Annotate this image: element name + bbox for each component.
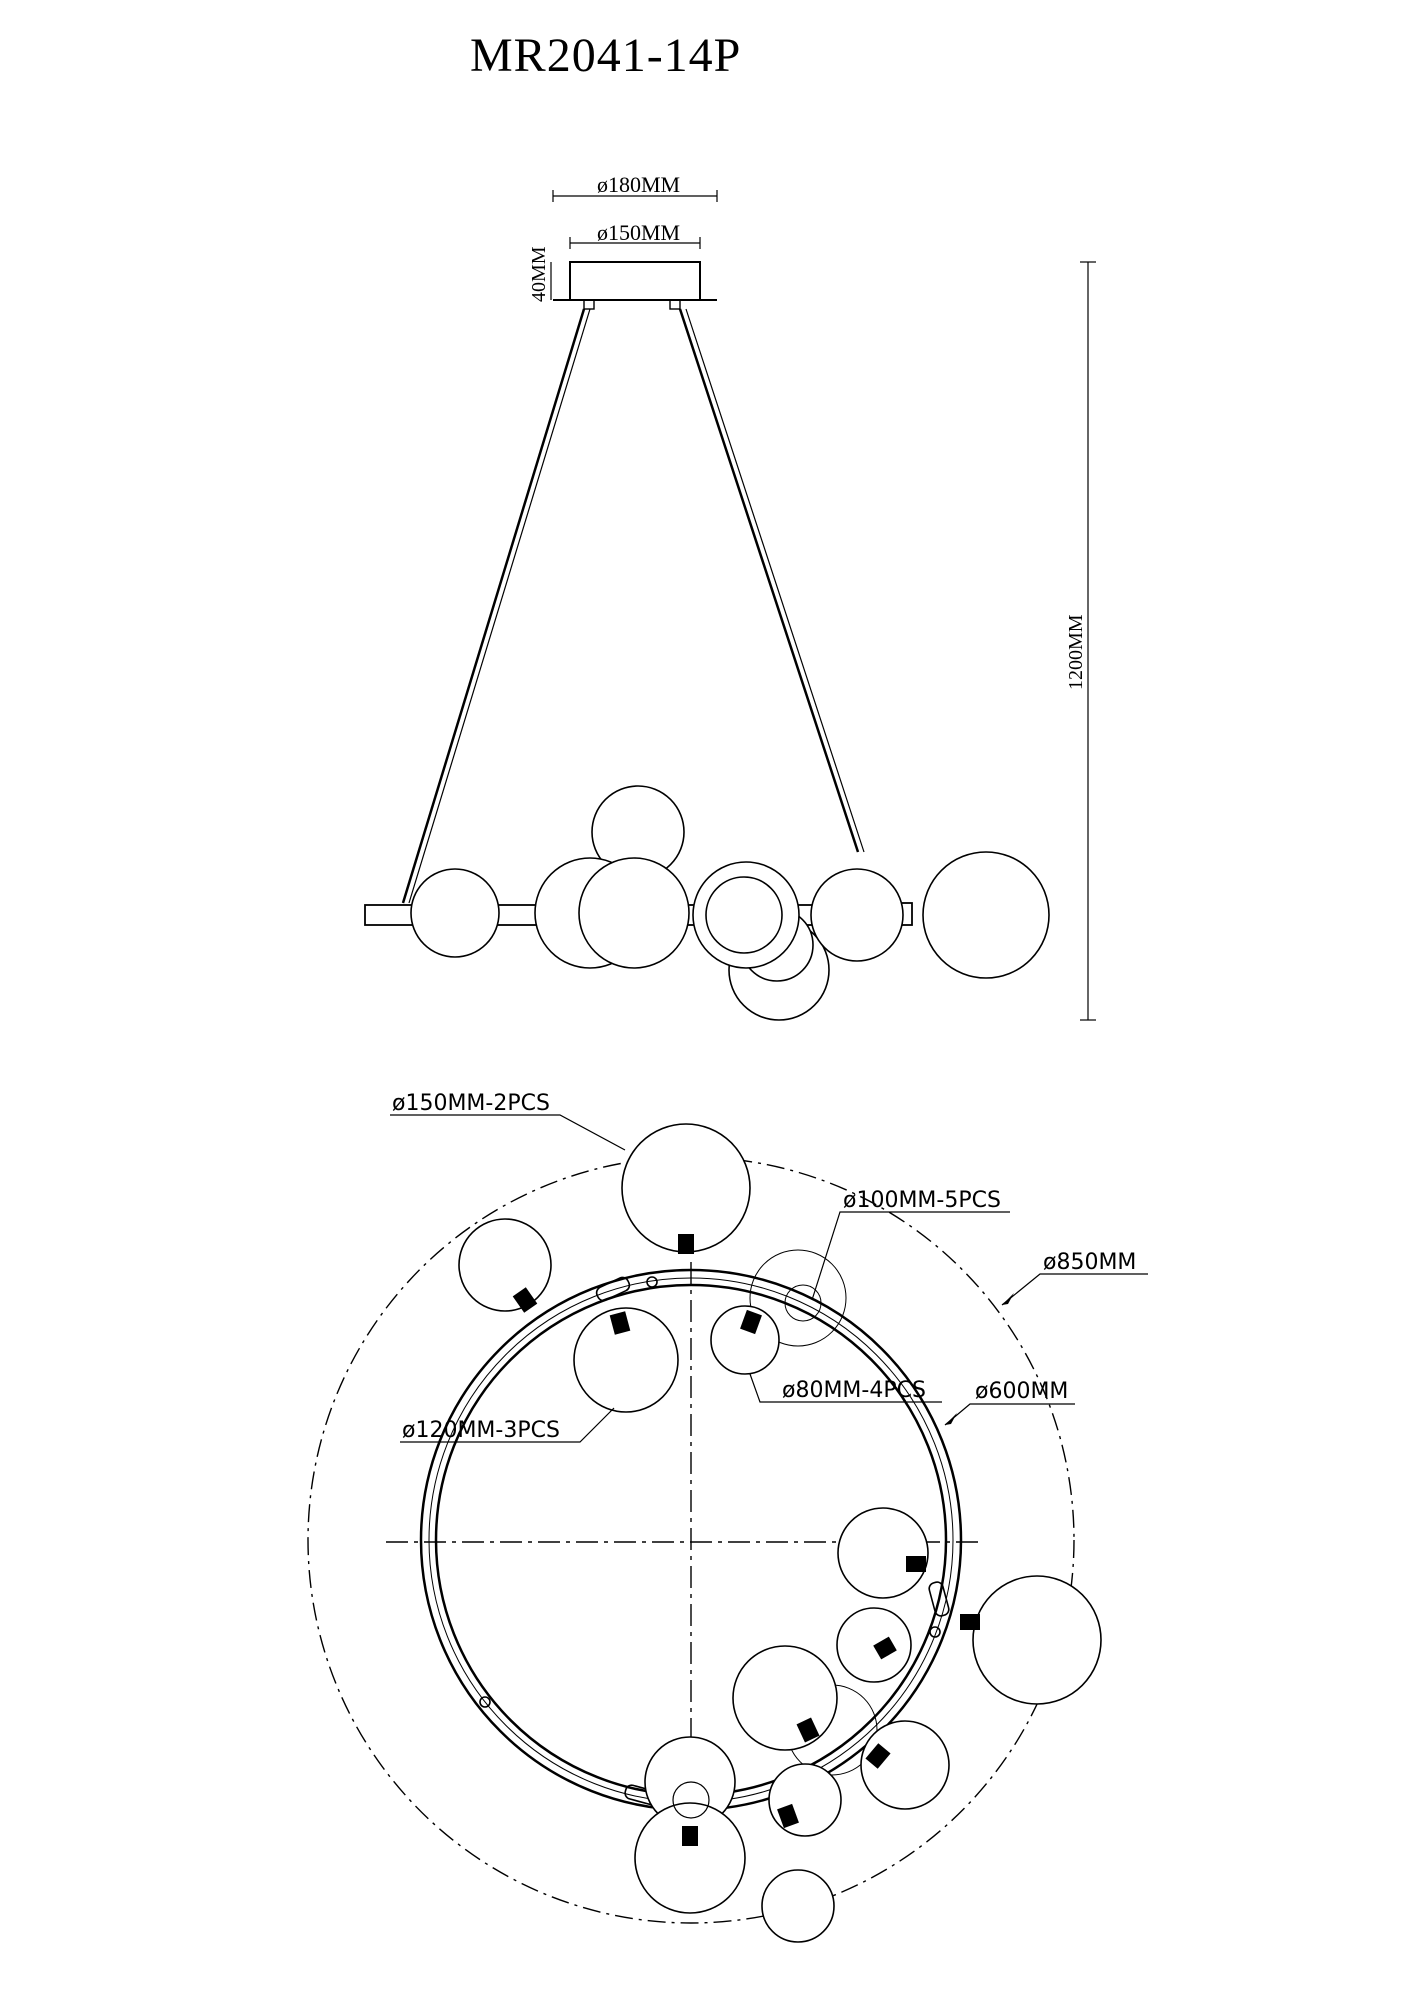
label-outer-diameter: ø850MM [1043, 1250, 1136, 1275]
lamp-socket [873, 1636, 897, 1660]
label-globe-150: ø150MM-2PCS [392, 1091, 550, 1116]
label-ring-diameter: ø600MM [975, 1379, 1068, 1404]
globe-plan-100 [458, 1218, 552, 1312]
lamp-socket [682, 1826, 698, 1846]
leader-line-80 [749, 1373, 942, 1403]
dim-canopy-height: 40MM [528, 246, 550, 302]
canopy [569, 261, 701, 301]
lamp-socket [796, 1717, 820, 1743]
canopy-screw-left [583, 299, 595, 310]
globe-elevation [810, 868, 904, 962]
elevation-view [364, 190, 1096, 1021]
globe-plan-120 [634, 1802, 746, 1914]
canopy-screw-right [669, 299, 681, 310]
globe-elevation [922, 851, 1050, 979]
globe-plan-hidden [784, 1284, 822, 1322]
globe-plan-80 [836, 1607, 912, 1683]
label-globe-100: ø100MM-5PCS [843, 1188, 1001, 1213]
lamp-socket [960, 1614, 980, 1630]
globe-elevation [705, 876, 783, 954]
globe-plan-80 [768, 1763, 842, 1837]
lamp-socket [906, 1556, 926, 1572]
lamp-socket [512, 1287, 538, 1313]
globe-plan-150 [621, 1123, 751, 1253]
model-title: MR2041-14P [470, 29, 742, 82]
globe-plan-100 [837, 1507, 929, 1599]
suspension-cable-left [401, 308, 586, 904]
leader-line-150 [390, 1114, 626, 1151]
ring-screw [646, 1276, 658, 1288]
globe-plan-120 [732, 1645, 838, 1751]
lamp-socket [777, 1803, 799, 1829]
plan-view [307, 1114, 1148, 1943]
globe-plan-150 [972, 1575, 1102, 1705]
globe-plan-100 [860, 1720, 950, 1810]
lamp-socket [678, 1234, 694, 1254]
lamp-socket [609, 1311, 631, 1335]
suspension-cable-right [678, 308, 860, 853]
globe-elevation [410, 868, 500, 958]
leader-line-120 [400, 1407, 615, 1443]
globe-plan-hidden [749, 1249, 847, 1347]
dim-overall-height: 1200MM [1065, 614, 1087, 690]
outer-envelope-circle [307, 1156, 1075, 1924]
dim-canopy-inner-diameter: ø150MM [597, 220, 680, 245]
label-globe-80: ø80MM-4PCS [782, 1378, 926, 1403]
lamp-socket [740, 1309, 762, 1335]
globe-plan-80 [761, 1869, 835, 1943]
label-globe-120: ø120MM-3PCS [402, 1418, 560, 1443]
ring-screw [479, 1696, 491, 1708]
leader-line-850 [1001, 1273, 1148, 1306]
globe-plan-120 [573, 1307, 679, 1413]
globe-plan-hidden [672, 1781, 710, 1819]
hanging-bracket [595, 1276, 631, 1302]
ring-screw [929, 1626, 941, 1638]
lamp-socket [865, 1743, 891, 1769]
dim-canopy-outer-diameter: ø180MM [597, 172, 680, 197]
globe-elevation [578, 857, 690, 969]
globe-plan-80 [710, 1305, 780, 1375]
leader-line-100 [811, 1211, 1010, 1301]
hanging-bracket [928, 1581, 950, 1617]
